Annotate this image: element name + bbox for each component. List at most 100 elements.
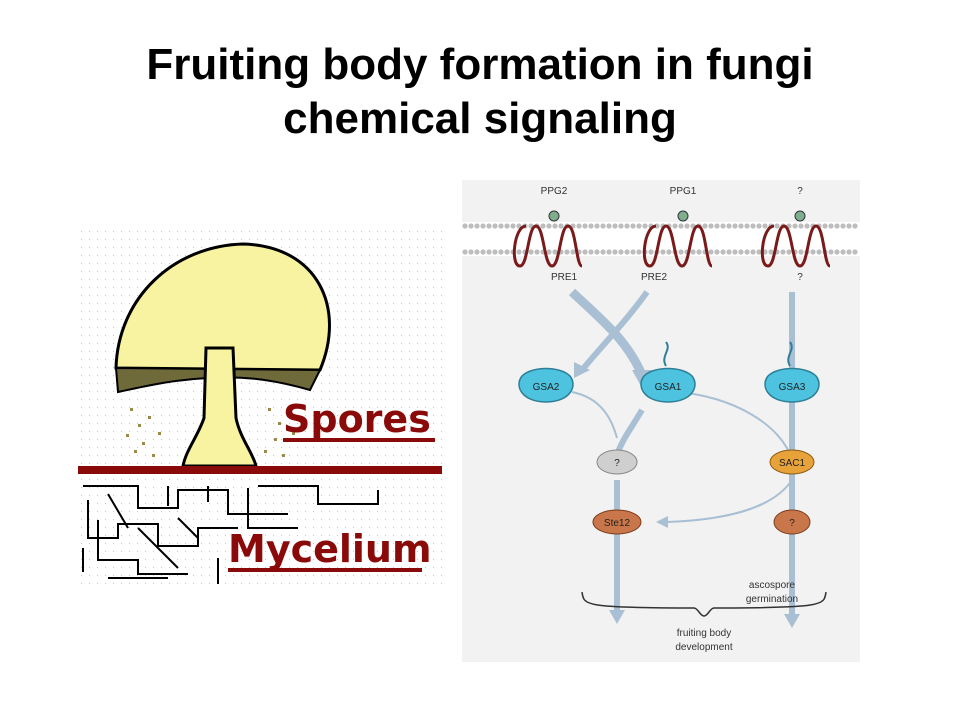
lipid-head	[564, 249, 570, 255]
lipid-head	[666, 249, 672, 255]
lipid-head	[546, 249, 552, 255]
lipid-head	[600, 223, 606, 229]
lipid-head	[840, 249, 846, 255]
lipid-head	[780, 249, 786, 255]
mycelium-label: Mycelium	[228, 527, 432, 571]
lipid-head	[744, 223, 750, 229]
lipid-head	[486, 223, 492, 229]
ste12-label: Ste12	[604, 518, 631, 529]
lipid-head	[786, 249, 792, 255]
lipid-head	[738, 223, 744, 229]
lipid-head	[558, 223, 564, 229]
lipid-head	[846, 223, 852, 229]
lipid-head	[588, 223, 594, 229]
germination-label: germination	[746, 594, 798, 605]
lipid-head	[474, 249, 480, 255]
lipid-head	[540, 223, 546, 229]
lipid-head	[732, 249, 738, 255]
fruiting-body-label: fruiting body	[677, 628, 731, 639]
lipid-head	[516, 249, 522, 255]
spores-underline	[283, 438, 435, 442]
lipid-head	[528, 249, 534, 255]
ppg1-label: PPG1	[670, 186, 697, 197]
signaling-pathway-diagram: PPG2 PPG1 ? PRE1 PRE2 ? GSA2	[462, 180, 860, 662]
title-line-1: Fruiting body formation in fungi	[146, 40, 814, 89]
lipid-head	[696, 249, 702, 255]
lipid-head	[726, 223, 732, 229]
lipid-head	[702, 223, 708, 229]
gsa3-label: GSA3	[779, 382, 806, 393]
unknown-node: ?	[596, 449, 638, 475]
title-line-2: chemical signaling	[283, 94, 677, 143]
gsa3-protein: GSA3	[764, 341, 820, 403]
lipid-head	[684, 223, 690, 229]
lipid-head	[828, 223, 834, 229]
pre2-label: PRE2	[641, 272, 668, 283]
lipid-head	[504, 249, 510, 255]
lipid-head	[762, 223, 768, 229]
lipid-head	[534, 249, 540, 255]
lipid-head	[852, 223, 858, 229]
lipid-head	[624, 249, 630, 255]
lipid-head	[678, 249, 684, 255]
outcome-brace	[581, 591, 827, 617]
gsa1-label: GSA1	[655, 382, 682, 393]
lipid-head	[510, 223, 516, 229]
lipid-head	[618, 223, 624, 229]
lipid-head	[750, 223, 756, 229]
lipid-head	[606, 249, 612, 255]
unknown-pre-label: ?	[797, 272, 803, 283]
lipid-head	[840, 223, 846, 229]
lipid-head	[678, 223, 684, 229]
lipid-head	[552, 249, 558, 255]
mushroom-drawing: Spores Mycelium	[78, 228, 442, 586]
lipid-head	[552, 223, 558, 229]
sac1-label: SAC1	[779, 458, 806, 469]
slide-title: Fruiting body formation in fungi chemica…	[0, 38, 960, 146]
lipid-head	[486, 249, 492, 255]
ascospore-label: ascospore	[749, 580, 796, 591]
lipid-head	[600, 249, 606, 255]
gsa2-label: GSA2	[533, 382, 560, 393]
lipid-head	[474, 223, 480, 229]
lipid-head	[798, 249, 804, 255]
lipid-head	[798, 223, 804, 229]
lipid-head	[768, 249, 774, 255]
lipid-head	[630, 223, 636, 229]
lipid-head	[804, 223, 810, 229]
lipid-head	[576, 223, 582, 229]
lipid-head	[582, 223, 588, 229]
lipid-head	[504, 223, 510, 229]
lipid-head	[714, 249, 720, 255]
receptor-ppg2	[512, 210, 584, 268]
lipid-head	[498, 223, 504, 229]
spore-dots	[126, 408, 295, 457]
ppg2-label: PPG2	[541, 186, 568, 197]
pathway-drawing: PPG2 PPG1 ? PRE1 PRE2 ? GSA2	[462, 180, 860, 662]
lipid-head	[834, 249, 840, 255]
lipid-head	[546, 223, 552, 229]
lipid-head	[834, 223, 840, 229]
lipid-head	[480, 249, 486, 255]
pre1-label: PRE1	[551, 272, 578, 283]
lipid-head	[720, 249, 726, 255]
development-label: development	[675, 642, 732, 653]
mycelium-lines	[82, 485, 379, 584]
lipid-head	[810, 249, 816, 255]
lipid-head	[624, 223, 630, 229]
spores-label: Spores	[283, 397, 431, 441]
gsa2-protein: GSA2	[518, 367, 574, 403]
lipid-head	[744, 249, 750, 255]
lipid-head	[642, 223, 648, 229]
lipid-head	[462, 249, 468, 255]
lipid-head	[690, 249, 696, 255]
membrane-heads	[462, 223, 858, 255]
lipid-head	[492, 223, 498, 229]
lipid-head	[492, 249, 498, 255]
lipid-head	[612, 249, 618, 255]
unknown-node-2-label: ?	[789, 518, 795, 529]
lipid-head	[462, 223, 468, 229]
lipid-head	[738, 249, 744, 255]
lipid-head	[594, 249, 600, 255]
lipid-head	[714, 223, 720, 229]
